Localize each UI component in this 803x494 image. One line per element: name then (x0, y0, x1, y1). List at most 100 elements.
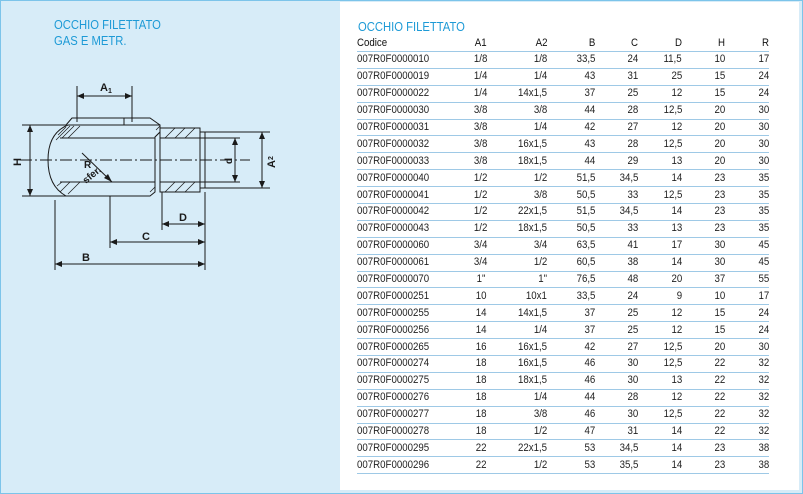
cell-c: 24 (595, 287, 638, 305)
cell-c: 34,5 (595, 439, 638, 457)
cell-codice: 007R0F0000278 (357, 422, 467, 440)
cell-a2: 3/8 (495, 186, 549, 204)
cell-d: 13 (638, 152, 682, 170)
col-header-b: B (588, 37, 595, 49)
cell-d: 12,5 (638, 135, 682, 153)
cell-codice: 007R0F0000042 (357, 203, 467, 221)
cell-c: 30 (595, 405, 638, 424)
cell-codice: 007R0F0000251 (357, 287, 467, 305)
cell-a1: 16 (467, 338, 495, 356)
cell-codice: 007R0F0000277 (357, 405, 467, 424)
cell-c: 30 (595, 355, 638, 373)
cell-h: 37 (682, 270, 725, 288)
cell-codice: 007R0F0000295 (357, 439, 467, 457)
cell-c: 34,5 (595, 203, 638, 221)
cell-codice: 007R0F0000022 (357, 84, 467, 103)
cell-d: 12 (638, 304, 682, 322)
cell-r: 17 (725, 51, 769, 69)
cell-codice: 007R0F0000032 (357, 135, 467, 153)
cell-h: 15 (682, 321, 725, 339)
cell-a2: 22x1,5 (495, 203, 549, 221)
cell-h: 15 (682, 84, 725, 103)
cell-d: 12,5 (638, 355, 682, 373)
table-header-row: Codice A1 A2 B C D H R (357, 36, 769, 52)
cell-r: 38 (725, 456, 769, 475)
cell-b: 51,5 (549, 169, 595, 187)
cell-d: 12 (638, 321, 682, 339)
cell-a1: 10 (467, 287, 495, 305)
cell-a1: 22 (467, 439, 495, 457)
cell-a1: 3/8 (467, 152, 495, 170)
cell-a2: 18x1,5 (495, 152, 549, 170)
cell-r: 45 (725, 253, 769, 272)
cell-a2: 1/4 (495, 388, 549, 407)
cell-d: 20 (638, 270, 682, 288)
cell-codice: 007R0F0000060 (357, 236, 467, 255)
cell-r: 24 (725, 304, 769, 322)
label-d-big: D (179, 212, 187, 224)
col-header-r: R (762, 37, 769, 49)
cell-a2: 3/8 (495, 101, 549, 120)
cell-c: 28 (595, 388, 638, 407)
cell-d: 12,5 (638, 101, 682, 120)
cell-r: 38 (725, 439, 769, 457)
cell-a1: 3/4 (467, 253, 495, 272)
cell-codice: 007R0F0000255 (357, 304, 467, 322)
cell-a1: 18 (467, 405, 495, 424)
cell-r: 32 (725, 371, 769, 390)
cell-c: 35,5 (595, 456, 638, 475)
cell-h: 10 (682, 51, 725, 69)
cell-a1: 18 (467, 388, 495, 407)
cell-a2: 1/4 (495, 321, 549, 339)
col-header-codice: Codice (357, 37, 388, 49)
cell-b: 50,5 (549, 186, 595, 204)
cell-h: 22 (682, 422, 725, 440)
cell-d: 14 (638, 253, 682, 272)
top-chamfer (65, 117, 125, 126)
cell-a2: 1/2 (495, 253, 549, 272)
cell-a1: 14 (467, 304, 495, 322)
cell-h: 23 (682, 203, 725, 221)
cell-b: 53 (549, 456, 595, 475)
cell-b: 51,5 (549, 203, 595, 221)
cell-c: 28 (595, 101, 638, 120)
cell-h: 23 (682, 456, 725, 475)
cell-h: 20 (682, 135, 725, 153)
cell-b: 60,5 (549, 253, 595, 272)
cell-d: 12,5 (638, 186, 682, 204)
cell-codice: 007R0F0000040 (357, 169, 467, 187)
col-header-d: D (675, 37, 682, 49)
cell-codice: 007R0F0000043 (357, 219, 467, 238)
cell-d: 14 (638, 422, 682, 440)
cell-a1: 3/8 (467, 135, 495, 153)
cell-h: 30 (682, 236, 725, 255)
cell-codice: 007R0F0000256 (357, 321, 467, 339)
cell-b: 46 (549, 405, 595, 424)
col-header-c: C (631, 37, 638, 49)
cell-c: 28 (595, 135, 638, 153)
col-header-a2: A2 (535, 37, 547, 49)
cell-r: 30 (725, 101, 769, 120)
cell-codice: 007R0F0000041 (357, 186, 467, 204)
cell-a1: 1/2 (467, 203, 495, 221)
cell-a2: 10x1 (495, 287, 549, 305)
cell-codice: 007R0F0000031 (357, 118, 467, 136)
cell-r: 35 (725, 203, 769, 221)
cell-r: 17 (725, 287, 769, 305)
cell-r: 32 (725, 422, 769, 440)
cell-a2: 1/8 (495, 51, 549, 69)
cell-b: 33,5 (549, 51, 595, 69)
cell-a2: 1/2 (495, 456, 549, 475)
cell-codice: 007R0F0000010 (357, 51, 467, 69)
